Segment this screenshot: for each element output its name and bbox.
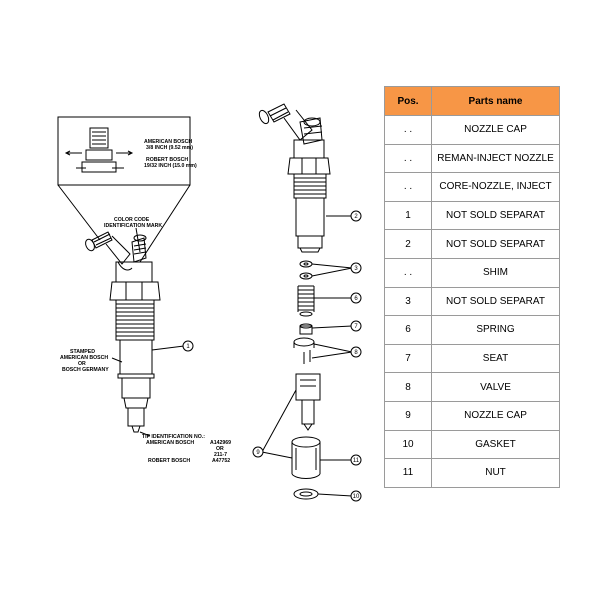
part-pos: 3	[384, 286, 432, 317]
part-pos: 10	[384, 429, 432, 460]
part-name: VALVE	[431, 372, 560, 402]
parts-name-column-header: Parts name	[431, 86, 560, 116]
assembled-injector-drawing	[85, 231, 161, 433]
tip-id-robert-bosch: ROBERT BOSCH	[148, 458, 190, 464]
part-name: NOT SOLD SEPARAT	[431, 200, 560, 231]
table-row: . .REMAN-INJECT NOZZLE	[384, 143, 560, 174]
callout-10: 10	[353, 494, 360, 500]
detail-inset-box	[57, 116, 191, 186]
stamped-label-4: BOSCH GERMANY	[62, 367, 109, 373]
callout-8: 8	[354, 350, 358, 356]
part-pos: . .	[384, 115, 432, 145]
table-row: . .NOZZLE CAP	[384, 115, 560, 145]
part-name: NOZZLE CAP	[431, 400, 560, 431]
inset-american-bosch-label: AMERICAN BOSCH	[144, 139, 192, 145]
inset-robert-bosch-label: ROBERT BOSCH	[146, 157, 188, 163]
part-pos: 9	[384, 400, 432, 431]
stamped-label-3: OR	[78, 361, 86, 367]
parts-table: Pos. Parts name . .NOZZLE CAP. .REMAN-IN…	[384, 86, 560, 488]
part-name: GASKET	[431, 429, 560, 460]
part-name: NOZZLE CAP	[431, 115, 560, 145]
callout-7: 7	[354, 324, 358, 330]
tip-id-american-bosch: AMERICAN BOSCH	[146, 440, 194, 446]
callout-3: 3	[354, 266, 358, 272]
tip-id-or: OR	[216, 446, 224, 452]
table-row: . .SHIM	[384, 257, 560, 288]
tip-id-title: TIP IDENTIFICATION NO.:	[142, 434, 205, 440]
exploded-view-drawing	[258, 103, 331, 500]
tip-id-rb-num: A47752	[212, 458, 230, 464]
part-name: SHIM	[431, 257, 560, 288]
inset-fitting-drawing	[64, 127, 134, 173]
callout-11: 11	[353, 458, 360, 464]
part-pos: 7	[384, 343, 432, 374]
part-pos: . .	[384, 143, 432, 174]
inset-robert-bosch-size: 19/32 INCH (15.0 mm)	[144, 163, 197, 169]
tip-id-ab-num1: A142969	[210, 440, 231, 446]
part-name: SPRING	[431, 315, 560, 345]
part-pos: 6	[384, 315, 432, 345]
color-code-label-2: IDENTIFICATION MARK	[104, 223, 162, 229]
part-pos: 1	[384, 200, 432, 231]
stamped-label-2: AMERICAN BOSCH	[60, 355, 108, 361]
part-pos: . .	[384, 172, 432, 202]
inset-leader-line	[57, 184, 191, 263]
callout-2: 2	[354, 214, 358, 220]
part-name: NOT SOLD SEPARAT	[431, 286, 560, 317]
part-pos: 8	[384, 372, 432, 402]
parts-table-header: Pos. Parts name	[384, 86, 560, 116]
color-code-label: COLOR CODE	[114, 217, 150, 223]
part-pos: 11	[384, 458, 432, 488]
part-name: CORE-NOZZLE, INJECT	[431, 172, 560, 202]
callout-6: 6	[354, 296, 358, 302]
callout-1: 1	[186, 344, 190, 350]
part-name: NOT SOLD SEPARAT	[431, 229, 560, 259]
inset-american-bosch-size: 3/8 INCH (9.52 mm)	[146, 145, 193, 151]
part-name: REMAN-INJECT NOZZLE	[431, 143, 560, 174]
part-name: NUT	[431, 458, 560, 488]
pos-column-header: Pos.	[384, 86, 432, 116]
part-pos: . .	[384, 257, 432, 288]
stamped-label-1: STAMPED	[70, 349, 95, 355]
injector-diagram: AMERICAN BOSCH 3/8 INCH (9.52 mm) ROBERT…	[57, 103, 362, 502]
part-pos: 2	[384, 229, 432, 259]
part-name: SEAT	[431, 343, 560, 374]
callout-9: 9	[256, 450, 260, 456]
tip-id-ab-num2: 211-7	[214, 452, 227, 458]
table-row: . .CORE-NOZZLE, INJECT	[384, 172, 560, 202]
